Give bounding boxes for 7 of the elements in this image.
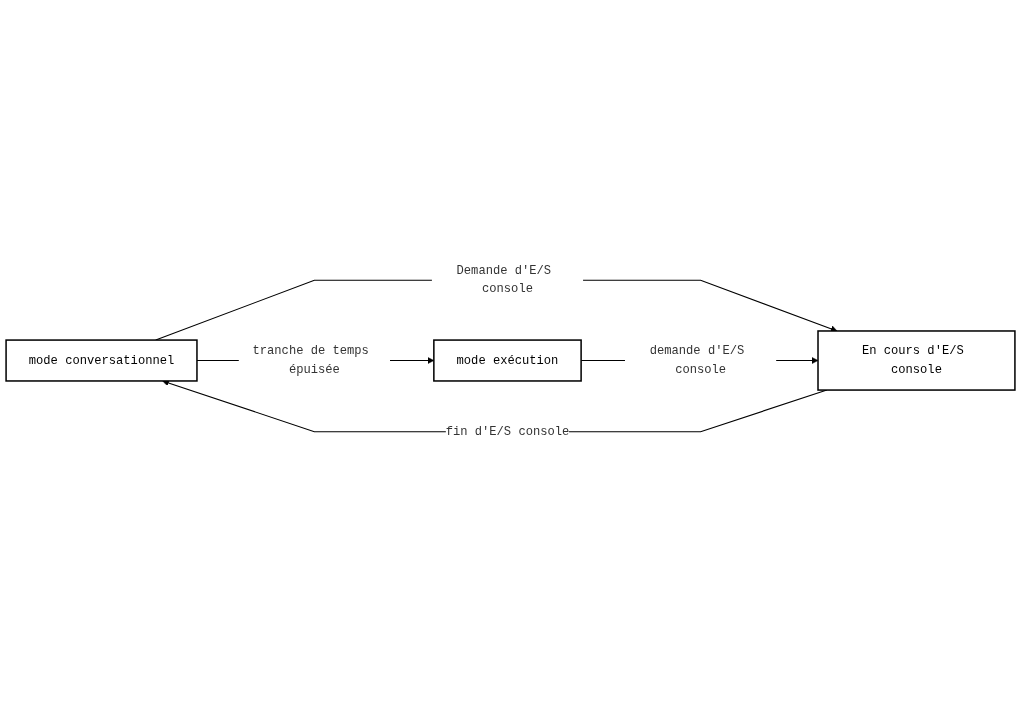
node-box: mode exécution [433, 338, 582, 382]
edge-label: fin d'E/S console [445, 424, 570, 439]
edge-label: tranche de temps épuisée [252, 344, 369, 376]
edge-label: Demande d'E/S console [456, 263, 552, 296]
node-box: En cours d'E/S console [817, 329, 1016, 391]
node-box: mode conversationnel [5, 338, 198, 382]
edge-label: demande d'E/S console [649, 344, 745, 376]
